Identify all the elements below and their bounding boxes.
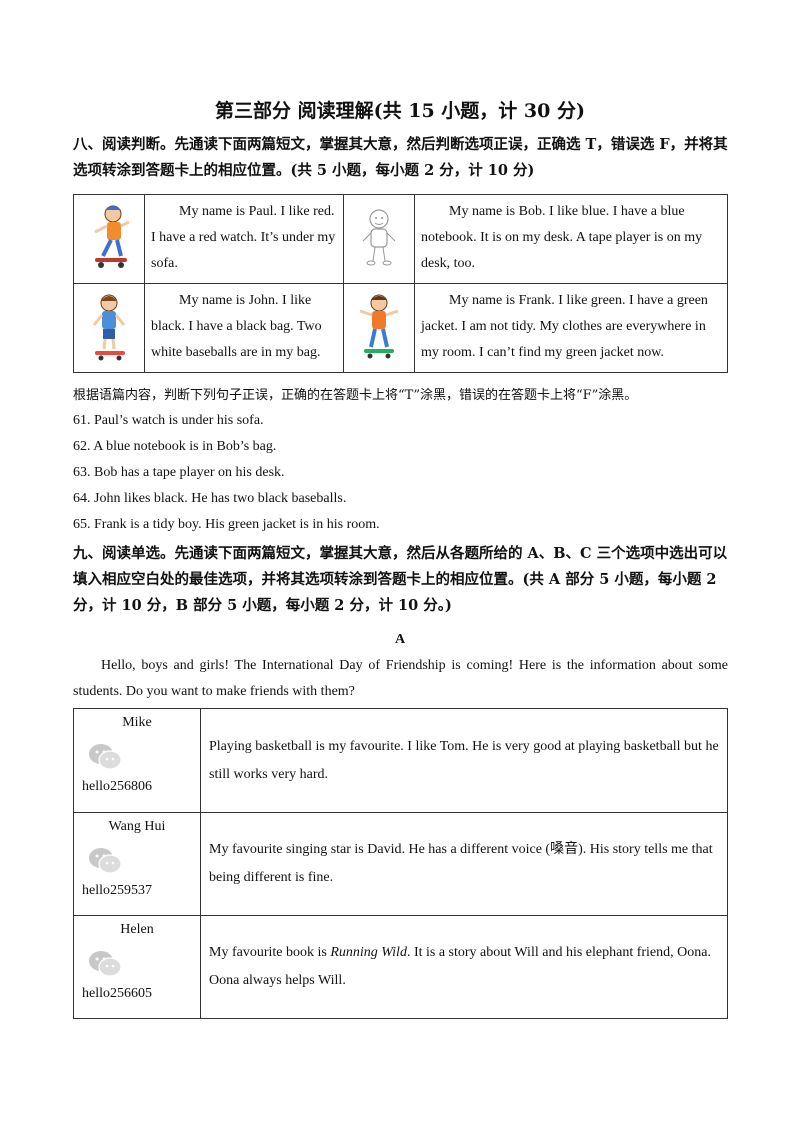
profile-cell: Mike hello256806	[73, 708, 201, 813]
book-title: Running Wild	[330, 945, 407, 960]
picture-cell	[343, 283, 415, 373]
message-text: . It is a story about Will and his eleph…	[209, 945, 711, 988]
wechat-icon	[89, 848, 122, 874]
message-text: My favourite singing star is David. He h…	[209, 842, 713, 885]
message-text: My favourite book is	[209, 945, 331, 960]
profile-name: Wang Hui	[108, 819, 166, 834]
story-paul: My name is Paul. I like red. I have a re…	[151, 204, 336, 271]
part-label: A	[394, 632, 406, 647]
profile-message: My favourite book is Running Wild. It is…	[200, 915, 728, 1019]
profile-id: hello256806	[82, 779, 152, 794]
wechat-icon	[89, 951, 122, 977]
skater-boy-icon	[359, 294, 399, 358]
question-63: 63. Bob has a tape player on his desk.	[73, 465, 285, 480]
wechat-icon	[89, 744, 122, 770]
section9-heading: 九、阅读单选。先通读下面两篇短文，掌握其大意，然后从各题所给的 A、B、C 三个…	[73, 545, 728, 614]
picture-cell	[73, 194, 145, 284]
profile-id: hello259537	[82, 883, 152, 898]
profile-message: My favourite singing star is David. He h…	[200, 812, 728, 916]
page-title: 第三部分 阅读理解(共 15 小题，计 30 分)	[215, 100, 585, 122]
picture-cell	[73, 283, 145, 373]
story-text: My name is Paul. I like red. I have a re…	[144, 194, 344, 284]
instruction-text: 根据语篇内容，判断下列句子正误，正确的在答题卡上将“T”涂黑，错误的在答题卡上将…	[73, 388, 638, 403]
section8-heading: 八、阅读判断。先通读下面两篇短文，掌握其大意，然后判断选项正误，正确选 T，错误…	[73, 136, 728, 179]
question-62: 62. A blue notebook is in Bob’s bag.	[73, 439, 277, 454]
story-text: My name is Frank. I like green. I have a…	[414, 283, 728, 373]
profile-id: hello256605	[82, 986, 152, 1001]
story-frank: My name is Frank. I like green. I have a…	[421, 293, 708, 360]
message-text: Playing basketball is my favourite. I li…	[209, 738, 719, 782]
skateboard-kid-icon	[92, 294, 126, 360]
profile-name: Mike	[122, 715, 152, 730]
question-64: 64. John likes black. He has two black b…	[73, 491, 347, 506]
profile-table: Mike hello256806 Playing basketball is m…	[73, 708, 728, 1019]
question-65: 65. Frank is a tidy boy. His green jacke…	[73, 517, 380, 532]
story-bob: My name is Bob. I like blue. I have a bl…	[421, 204, 703, 271]
profile-message: Playing basketball is my favourite. I li…	[200, 708, 728, 813]
profile-cell: Wang Hui hello259537	[73, 812, 201, 916]
story-text: My name is Bob. I like blue. I have a bl…	[414, 194, 728, 284]
picture-cell	[343, 194, 415, 284]
story-text: My name is John. I like black. I have a …	[144, 283, 344, 373]
question-61: 61. Paul’s watch is under his sofa.	[73, 413, 264, 428]
skateboard-boy-icon	[94, 205, 130, 268]
profile-cell: Helen hello256605	[73, 915, 201, 1019]
sketch-boy-icon	[362, 208, 396, 265]
profile-name: Helen	[120, 922, 154, 937]
intro-paragraph: Hello, boys and girls! The International…	[73, 658, 728, 699]
story-table: My name is Paul. I like red. I have a re…	[73, 194, 728, 373]
story-john: My name is John. I like black. I have a …	[151, 293, 322, 360]
